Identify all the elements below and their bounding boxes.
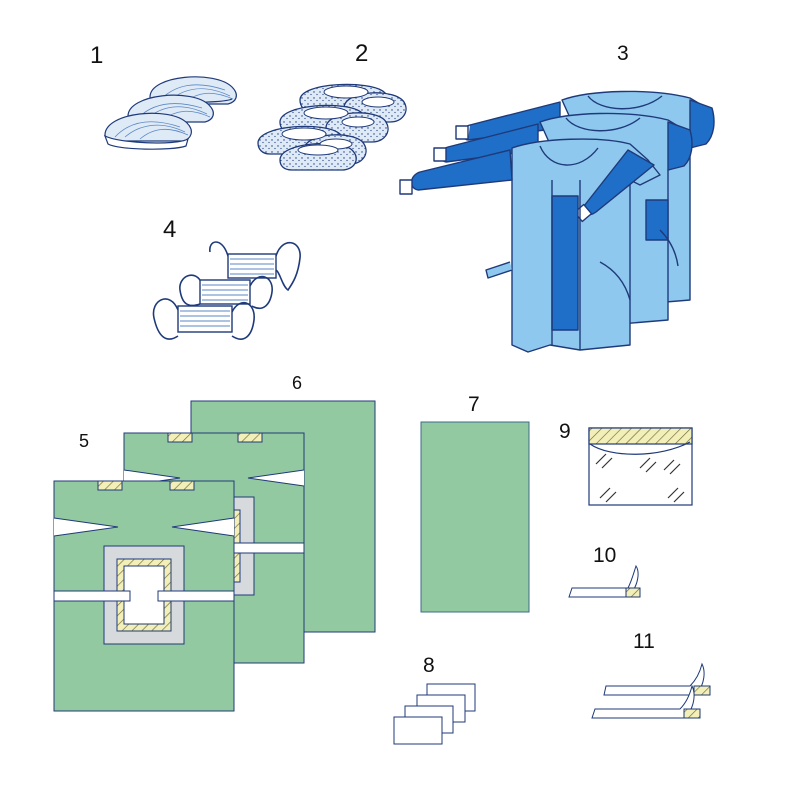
label-item-1: 1 (90, 42, 103, 69)
hand-towels-icon (393, 683, 476, 745)
label-item-5: 5 (79, 431, 89, 451)
surgical-caps-icon (103, 76, 237, 150)
adhesive-strips-icon (591, 662, 711, 719)
surgical-gowns-icon (399, 90, 715, 353)
shoe-covers-icon (257, 83, 407, 171)
label-item-4: 4 (163, 216, 176, 243)
face-masks-icon (152, 241, 301, 340)
label-item-6: 6 (292, 373, 302, 393)
label-item-8: 8 (423, 654, 435, 677)
label-item-7: 7 (468, 393, 480, 416)
label-item-3: 3 (617, 42, 629, 65)
label-item-10: 10 (593, 544, 616, 567)
label-item-9: 9 (559, 420, 571, 443)
table-cover-icon (420, 421, 530, 613)
adhesive-tape-icon (568, 564, 641, 598)
label-item-2: 2 (355, 40, 368, 67)
label-item-11: 11 (633, 630, 655, 653)
fenestrated-drapes-icon (53, 432, 305, 712)
incise-film-icon (588, 427, 693, 506)
